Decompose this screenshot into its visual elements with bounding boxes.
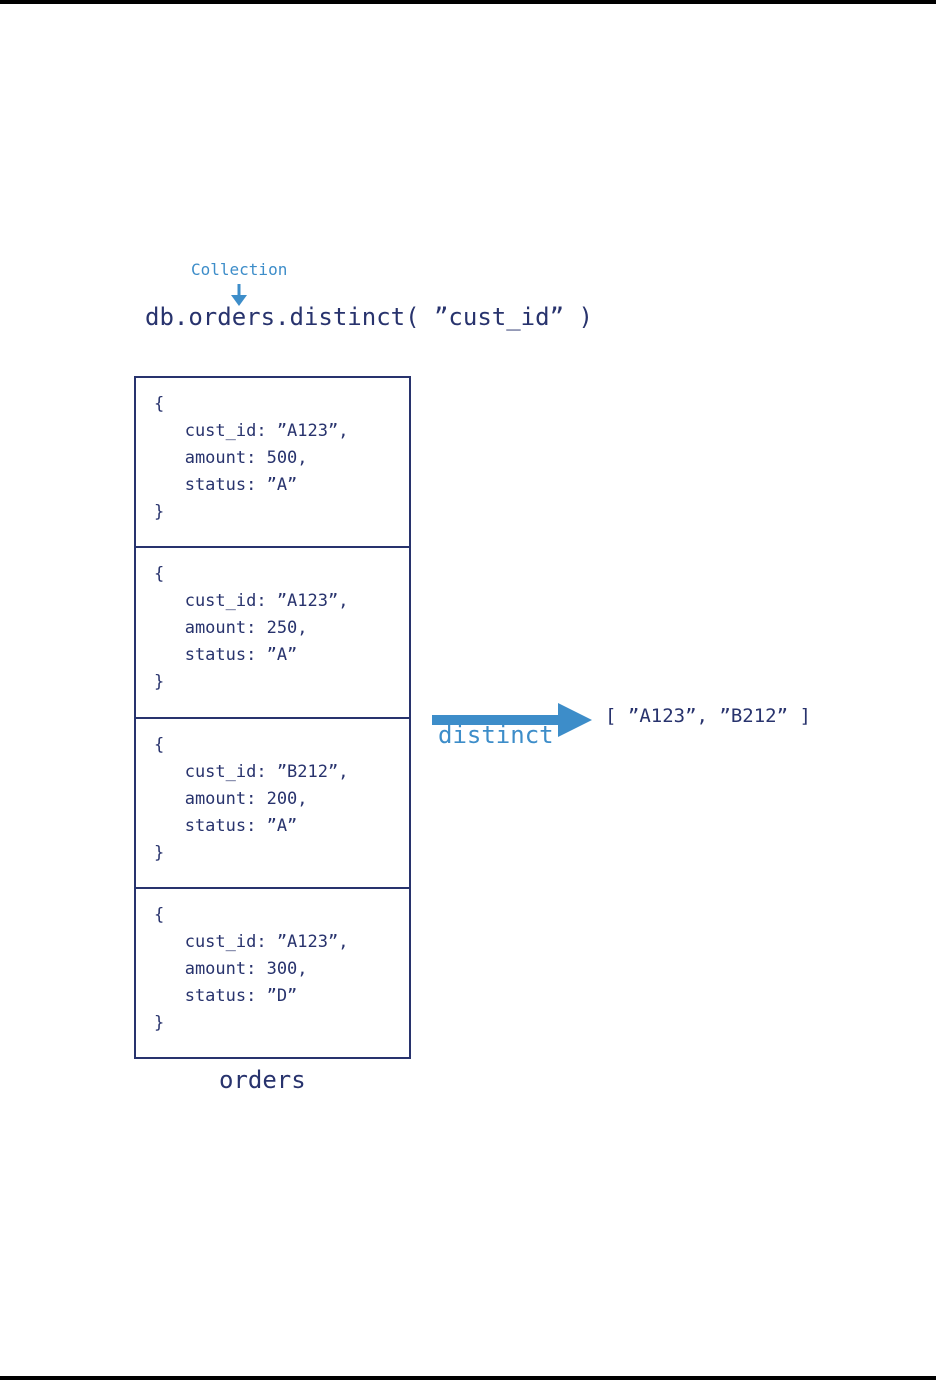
distinct-arrow-icon — [432, 703, 592, 737]
down-arrow-icon — [231, 284, 247, 306]
distinct-operation-label: distinct — [438, 721, 554, 749]
collection-annotation-label: Collection — [191, 260, 288, 279]
collection-documents-box: { cust_id: ”A123”, amount: 500, status: … — [134, 376, 411, 1059]
document-2: { cust_id: ”A123”, amount: 250, status: … — [136, 548, 409, 719]
collection-caption: orders — [219, 1066, 306, 1094]
result-array: [ ”A123”, ”B212” ] — [605, 705, 811, 727]
document-1: { cust_id: ”A123”, amount: 500, status: … — [136, 378, 409, 549]
document-3: { cust_id: ”B212”, amount: 200, status: … — [136, 719, 409, 889]
document-4: { cust_id: ”A123”, amount: 300, status: … — [154, 904, 349, 1033]
bottom-rule — [0, 1376, 936, 1380]
command-text: db.orders.distinct( ”cust_id” ) — [145, 303, 593, 331]
top-rule — [0, 0, 936, 4]
